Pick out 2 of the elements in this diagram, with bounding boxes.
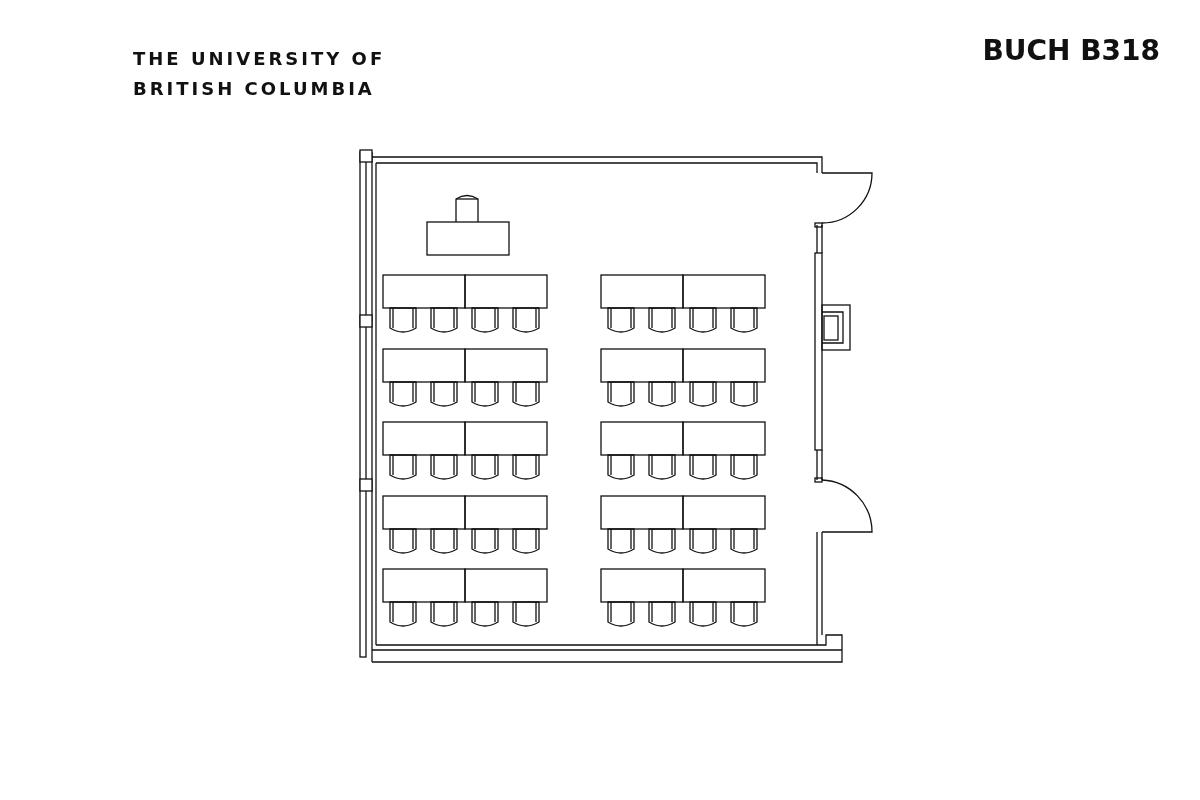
university-name: THE UNIVERSITY OF BRITISH COLUMBIA <box>133 47 387 101</box>
room-title: BUCH B318 <box>982 34 1160 67</box>
